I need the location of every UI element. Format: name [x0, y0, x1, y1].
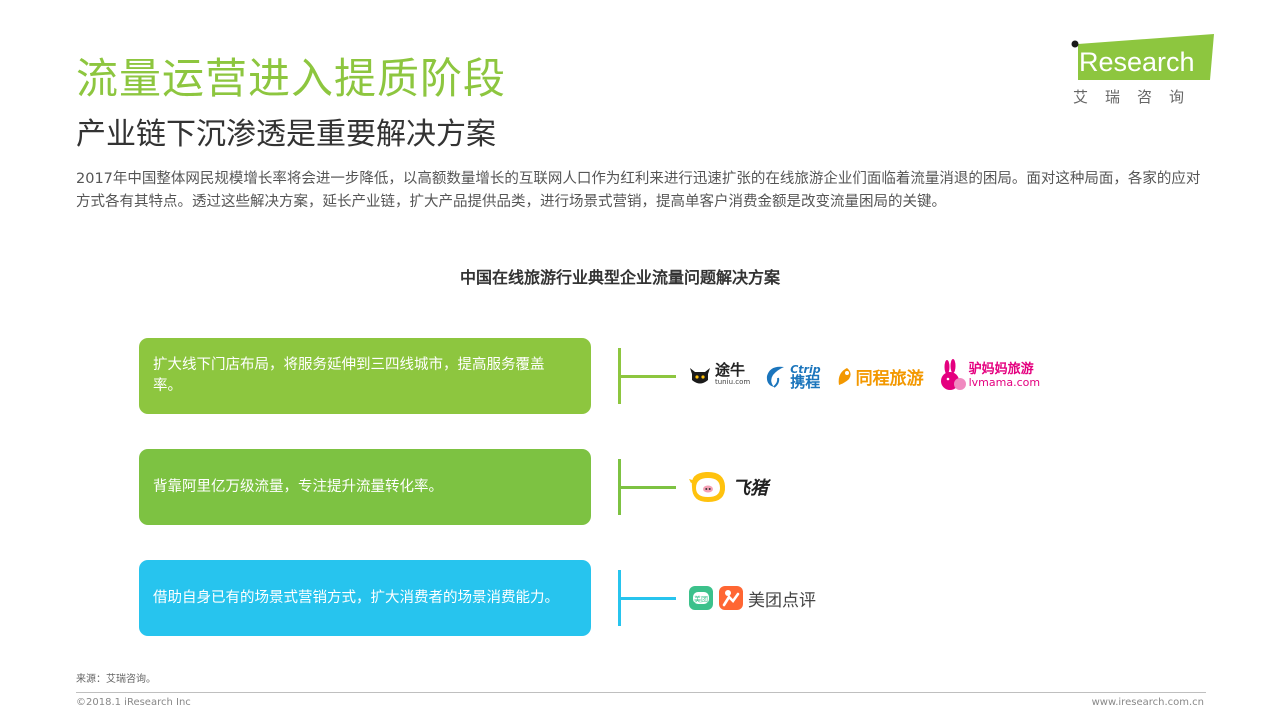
page-subtitle: 产业链下沉渗透是重要解决方案: [76, 117, 496, 152]
bracket-horizontal-1: [618, 375, 676, 378]
ctrip-dolphin-icon: [767, 366, 785, 388]
brand-logos-2: 飞猪: [688, 461, 782, 513]
brand-logos-1: 途牛 tuniu.com Ctrip 携程 同程旅游: [688, 350, 1054, 402]
solution-text-1: 扩大线下门店布局，将服务延伸到三四线城市，提高服务覆盖率。: [153, 357, 545, 394]
svg-text:美团: 美团: [694, 595, 708, 604]
bracket-horizontal-2: [618, 486, 676, 489]
lvmama-rabbit-icon: [940, 359, 966, 390]
brand-meituan: 美团: [688, 585, 714, 611]
logo-chinese-name: 艾瑞咨询: [1073, 88, 1202, 106]
solution-box-1: 扩大线下门店布局，将服务延伸到三四线城市，提高服务覆盖率。: [139, 338, 591, 414]
brand-fliggy: 飞猪: [688, 469, 768, 505]
iresearch-logo: iResearch: [1071, 34, 1214, 80]
tuniu-cow-icon: [690, 368, 710, 384]
tongcheng-icon: [838, 368, 851, 385]
bracket-horizontal-3: [618, 597, 676, 600]
brand-lvmama: 驴妈妈旅游 lvmama.com: [938, 359, 1040, 393]
intro-paragraph: 2017年中国整体网民规模增长率将会进一步降低，以高额数量增长的互联网人口作为红…: [76, 171, 1201, 210]
footer-url: www.iresearch.com.cn: [1091, 697, 1204, 708]
logo-green-banner: [1078, 34, 1214, 80]
brand-dianping: 美团点评: [718, 585, 816, 611]
solution-row-2: 背靠阿里亿万级流量，专注提升流量转化率。 飞猪: [0, 449, 1280, 525]
solution-text-3: 借助自身已有的场景式营销方式，扩大消费者的场景消费能力。: [153, 589, 559, 606]
solution-text-2: 背靠阿里亿万级流量，专注提升流量转化率。: [153, 478, 443, 495]
solution-row-1: 扩大线下门店布局，将服务延伸到三四线城市，提高服务覆盖率。 途牛 tuniu.c…: [0, 338, 1280, 414]
solution-box-3: 借助自身已有的场景式营销方式，扩大消费者的场景消费能力。: [139, 560, 591, 636]
fliggy-pig-icon: [689, 471, 726, 502]
brand-tongcheng: 同程旅游: [835, 364, 924, 389]
brand-logos-3: 美团 美团点评: [688, 572, 830, 624]
solution-box-2: 背靠阿里亿万级流量，专注提升流量转化率。: [139, 449, 591, 525]
footer-divider: [76, 692, 1206, 693]
page-title: 流量运营进入提质阶段: [76, 54, 507, 103]
brand-tuniu: 途牛 tuniu.com: [688, 363, 750, 388]
dianping-icon: [719, 586, 743, 610]
brand-ctrip: Ctrip 携程: [764, 363, 821, 390]
figure-title: 中国在线旅游行业典型企业流量问题解决方案: [459, 268, 780, 287]
logo-wordmark: iResearch: [1073, 47, 1195, 77]
copyright-text: ©2018.1 iResearch Inc: [76, 697, 191, 708]
meituan-icon: 美团: [689, 586, 713, 610]
solution-row-3: 借助自身已有的场景式营销方式，扩大消费者的场景消费能力。 美团 美团点评: [0, 560, 1280, 636]
source-note: 来源：艾瑞咨询。: [76, 674, 156, 685]
